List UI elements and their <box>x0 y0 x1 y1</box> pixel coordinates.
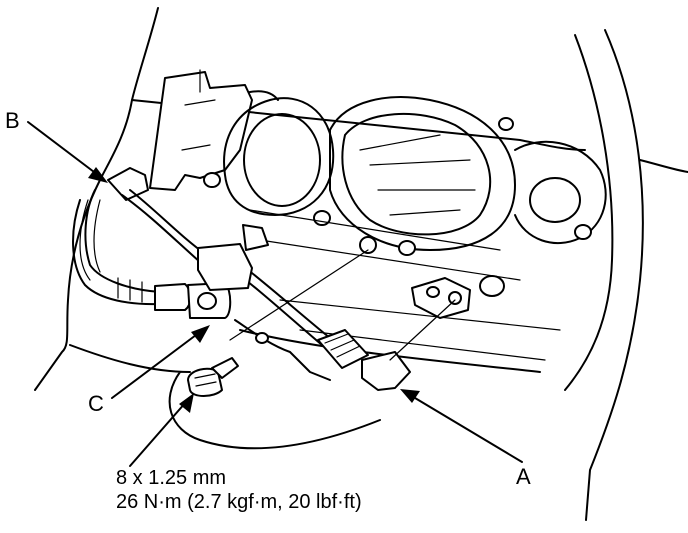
cable-plug-b <box>107 167 149 201</box>
callout-label-c: C <box>88 391 104 416</box>
pulley-right-ring <box>514 140 607 245</box>
pulley-main-ring <box>329 96 516 251</box>
leader-arrow-c <box>111 325 210 399</box>
engine-bolts <box>203 117 592 297</box>
hose-bundle-lines <box>79 199 143 303</box>
thread-spec: 8 x 1.25 mm <box>116 467 227 489</box>
frame-edge-far-right <box>639 159 688 173</box>
bracket-detail <box>181 69 216 151</box>
connector-c-bolt <box>197 292 217 310</box>
torque-spec: 8 x 1.25 mm 26 N·m (2.7 kgf·m, 20 lbf·ft… <box>116 466 362 514</box>
hose-clamp <box>154 283 192 311</box>
pulley-main-spokes <box>359 134 476 216</box>
tab-a-hole-left <box>426 286 440 298</box>
lower-bracket <box>234 319 331 381</box>
engine-lower-edge <box>239 329 541 373</box>
callout-label-a: A <box>516 464 531 489</box>
mounting-tab-a <box>411 277 471 319</box>
hose-bundle-upper <box>84 189 161 293</box>
pulley-main-inner <box>341 112 492 236</box>
leader-arrow-b <box>27 121 108 183</box>
leader-arrow-a <box>400 389 523 463</box>
sensor-cable-upper <box>121 194 201 263</box>
frame-rail-right <box>564 34 614 391</box>
body-outline-lower <box>69 344 381 450</box>
hose-bundle-lower <box>72 199 161 306</box>
mounting-bolt <box>187 357 239 397</box>
pulley-right-inner <box>529 177 581 223</box>
alignment-line-to-a <box>389 299 456 361</box>
bracket-plate <box>149 71 253 191</box>
cable-boot-ribs <box>324 333 361 358</box>
torque-value: 26 N·m (2.7 kgf·m, 20 lbf·ft) <box>116 491 362 513</box>
frame-rail-right-2 <box>585 29 644 521</box>
pulley-left-inner <box>243 113 321 207</box>
pulley-left-ring <box>223 97 335 216</box>
engine-lower-ribs <box>249 209 561 361</box>
sensor-cable-upper-2 <box>129 189 209 257</box>
leader-arrow-bolt <box>129 393 194 467</box>
tab-a-hole-right <box>448 291 462 305</box>
bracket-hole <box>255 332 269 344</box>
alignment-line-to-tab <box>229 249 369 341</box>
sensor-connector-a <box>361 351 411 391</box>
callout-label-b: B <box>5 108 20 133</box>
cable-clip-bracket <box>197 243 253 291</box>
cable-clip-stud <box>242 224 269 251</box>
cable-boot <box>317 329 369 369</box>
